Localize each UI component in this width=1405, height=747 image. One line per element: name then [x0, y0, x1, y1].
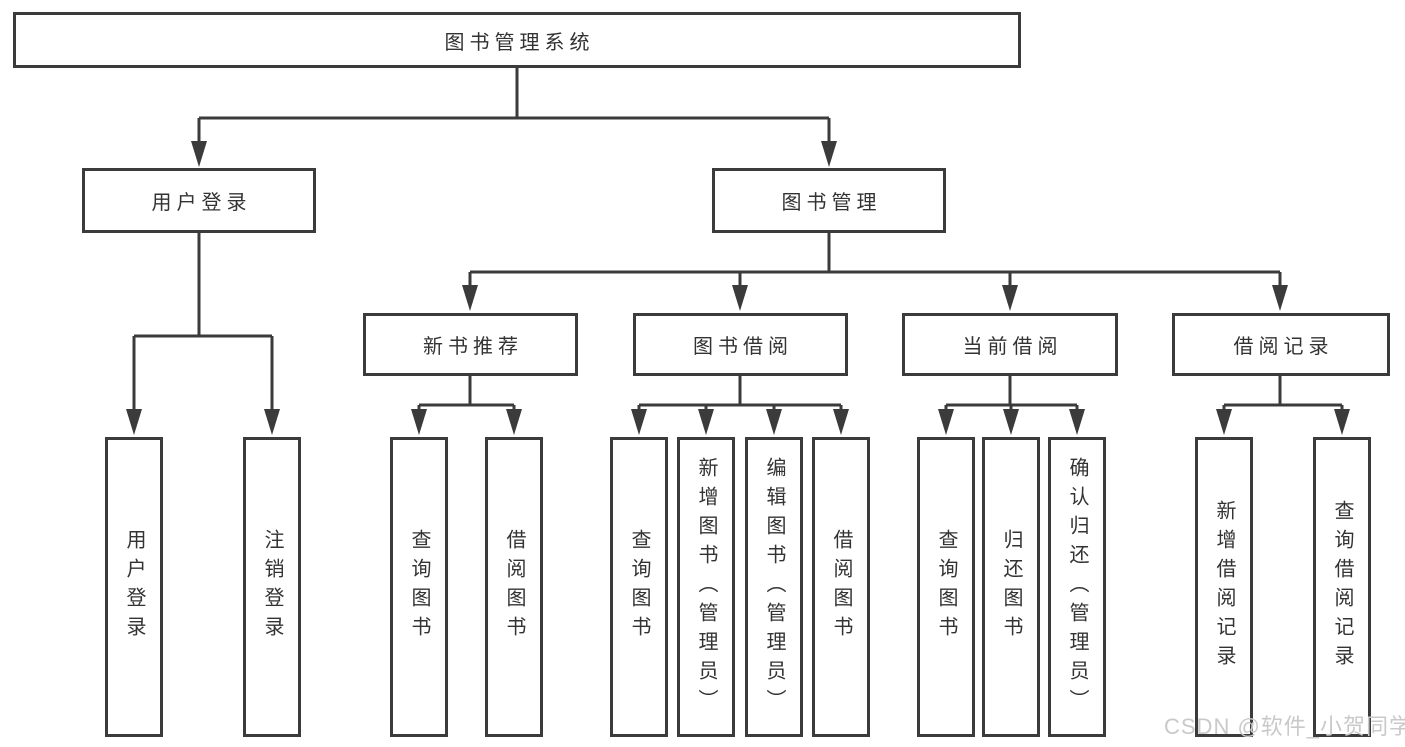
- node-borrowing-records: 借阅记录: [1172, 313, 1390, 376]
- node-label: 新增借阅记录: [1213, 500, 1235, 674]
- node-label: 查询图书: [628, 529, 650, 645]
- node-new-book-recommendation: 新书推荐: [363, 313, 578, 376]
- csdn-watermark: CSDN @软件_小贺同学: [1164, 714, 1405, 739]
- leaf-query-books-borrowing: 查询图书: [610, 437, 668, 737]
- node-book-management: 图书管理: [712, 168, 946, 233]
- leaf-confirm-return-admin: 确认归还（管理员）: [1048, 437, 1106, 737]
- leaf-edit-book-admin: 编辑图书（管理员）: [745, 437, 803, 737]
- node-label: 注销登录: [261, 529, 283, 645]
- node-label: 借阅图书: [503, 529, 525, 645]
- leaf-query-borrow-record: 查询借阅记录: [1313, 437, 1371, 737]
- leaf-add-book-admin: 新增图书（管理员）: [677, 437, 735, 737]
- node-label: 用户登录: [123, 529, 145, 645]
- node-user-login: 用户登录: [82, 168, 316, 233]
- node-current-borrowing: 当前借阅: [902, 313, 1118, 376]
- leaf-add-borrow-record: 新增借阅记录: [1195, 437, 1253, 737]
- node-label: 查询图书: [408, 529, 430, 645]
- node-label: 新书推荐: [423, 336, 523, 358]
- leaf-user-login: 用户登录: [105, 437, 163, 737]
- node-label: 借阅图书: [830, 529, 852, 645]
- node-label: 新增图书（管理员）: [695, 456, 717, 718]
- node-label: 借阅记录: [1233, 336, 1334, 358]
- leaf-return-books: 归还图书: [982, 437, 1040, 737]
- node-label: 查询借阅记录: [1331, 500, 1353, 674]
- node-label: 当前借阅: [962, 336, 1063, 358]
- leaf-logout: 注销登录: [243, 437, 301, 737]
- node-label: 查询图书: [935, 529, 957, 645]
- leaf-query-books-current: 查询图书: [917, 437, 975, 737]
- node-book-borrowing: 图书借阅: [633, 313, 848, 376]
- node-label: 图书管理系统: [444, 31, 595, 54]
- leaf-query-books-recommend: 查询图书: [390, 437, 448, 737]
- node-label: 用户登录: [151, 192, 252, 214]
- leaf-borrow-books-recommend: 借阅图书: [485, 437, 543, 737]
- node-label: 确认归还（管理员）: [1066, 456, 1088, 718]
- node-label: 图书借阅: [693, 336, 793, 358]
- node-label: 归还图书: [1000, 529, 1022, 645]
- node-label: 图书管理: [781, 192, 882, 214]
- leaf-borrow-books: 借阅图书: [812, 437, 870, 737]
- node-label: 编辑图书（管理员）: [763, 456, 785, 718]
- node-library-management-system: 图书管理系统: [13, 12, 1021, 68]
